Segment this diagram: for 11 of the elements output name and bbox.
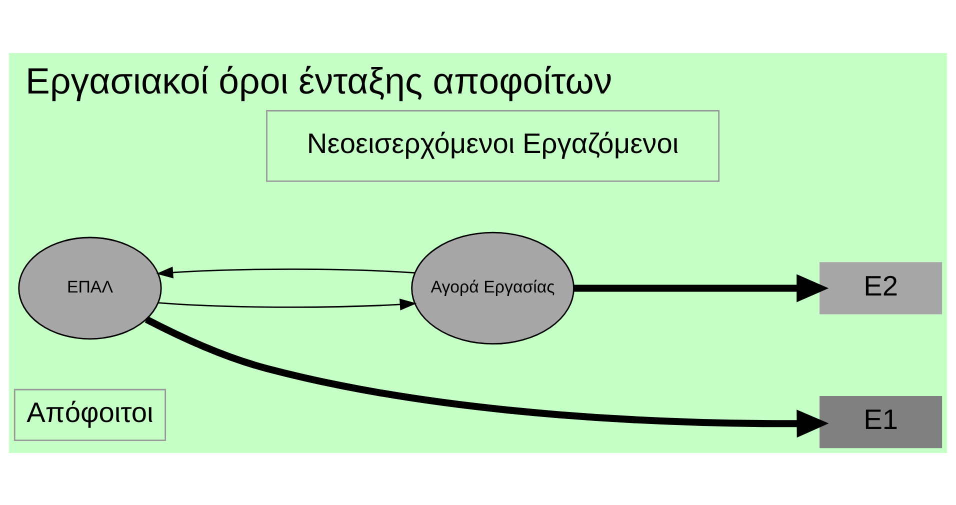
node-box: E2 — [820, 262, 942, 314]
arrow — [574, 274, 829, 302]
arrow — [158, 298, 417, 310]
diagram-title: Εργασιακοί όροι ένταξης αποφοίτων — [26, 60, 612, 102]
node-ellipse: Αγορά Εργασίας — [411, 231, 574, 344]
arrow — [144, 316, 829, 438]
node-box: Απόφοιτοι — [14, 388, 166, 441]
node-box: Νεοεισερχόμενοι Εργαζόμενοι — [266, 110, 720, 182]
arrow — [156, 266, 415, 278]
node-box: E1 — [820, 395, 942, 448]
node-ellipse: ΕΠΑΛ — [18, 236, 162, 340]
